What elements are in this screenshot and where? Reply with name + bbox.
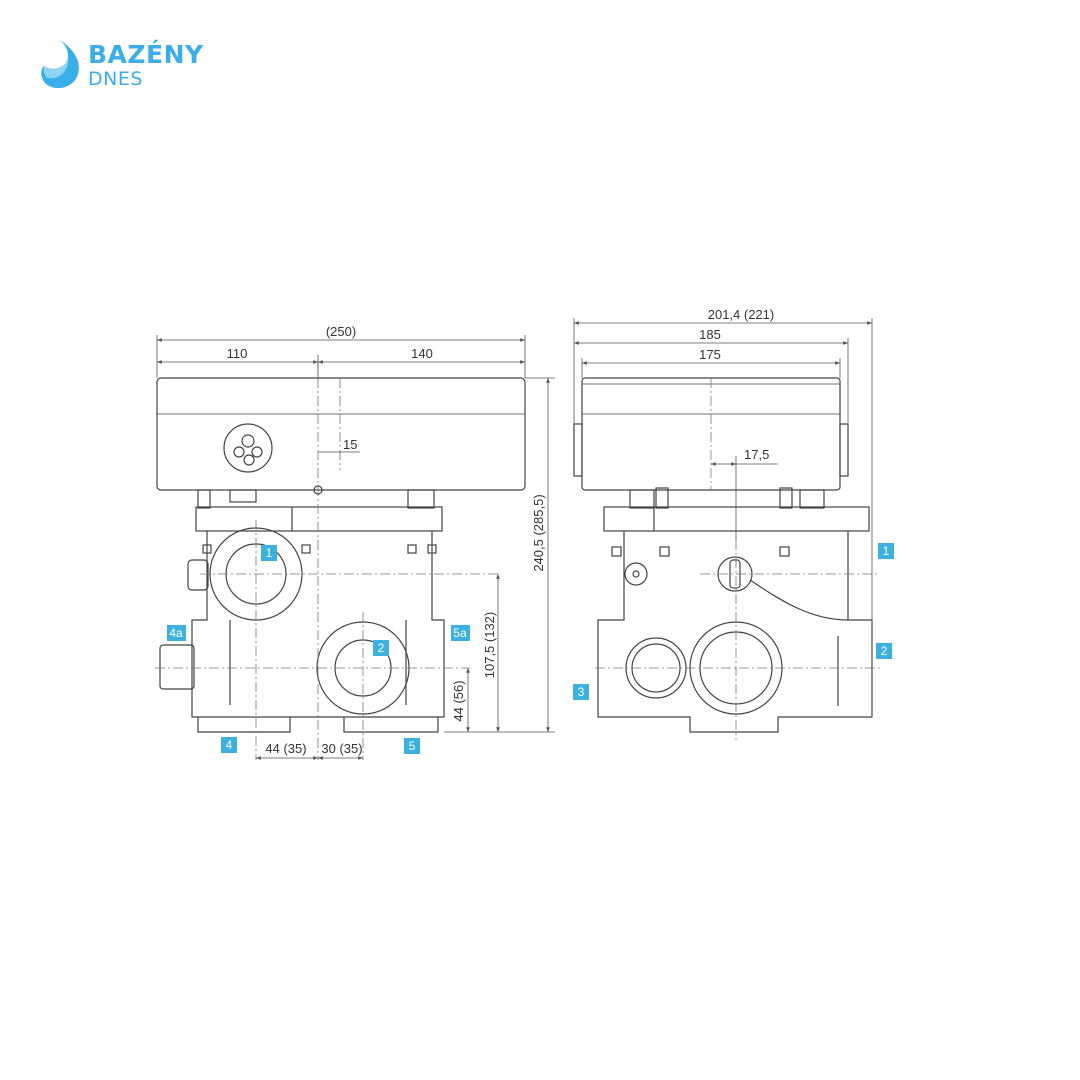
front-view <box>156 377 526 733</box>
dim-right-width: 140 <box>411 346 433 361</box>
dim-side-175: 175 <box>699 347 721 362</box>
svg-text:4: 4 <box>226 738 233 752</box>
tag-front-5: 5 <box>404 738 420 754</box>
tag-side-3: 3 <box>573 684 589 700</box>
svg-text:1: 1 <box>266 546 273 560</box>
brand-name-top: BAZÉNY <box>88 40 204 69</box>
svg-text:1: 1 <box>883 544 890 558</box>
svg-text:4a: 4a <box>169 626 183 640</box>
dim-bottom-right: 30 (35) <box>321 741 362 756</box>
svg-text:2: 2 <box>881 644 888 658</box>
dim-left-width: 110 <box>227 346 248 361</box>
tag-front-4a: 4a <box>167 625 186 641</box>
side-body <box>597 531 873 733</box>
tag-front-2: 2 <box>373 640 389 656</box>
tag-side-1: 1 <box>878 543 894 559</box>
front-port-4a <box>159 644 195 690</box>
side-dimension-lines <box>573 318 873 717</box>
tag-side-2: 2 <box>876 643 892 659</box>
dim-side-185: 185 <box>699 327 721 342</box>
tag-front-4: 4 <box>221 737 237 753</box>
dim-height-total: 240,5 (285,5) <box>531 494 546 571</box>
tag-front-5a: 5a <box>451 625 470 641</box>
side-centerlines <box>595 378 880 740</box>
side-flange <box>603 506 870 532</box>
dim-offset-15: 15 <box>343 437 357 452</box>
front-lid <box>156 377 526 491</box>
dim-bottom-left: 44 (35) <box>265 741 306 756</box>
dim-side-overall: 201,4 (221) <box>708 307 775 322</box>
dim-overall-width: (250) <box>326 324 356 339</box>
svg-text:5a: 5a <box>453 626 467 640</box>
side-view <box>573 377 873 733</box>
drop-logo-icon <box>41 40 79 89</box>
brand-name-bottom: DNES <box>88 68 143 90</box>
front-dimension-lines <box>156 335 555 760</box>
dim-height-port2: 44 (56) <box>451 680 466 721</box>
badu-badge-icon <box>223 423 273 473</box>
front-centerlines <box>155 360 500 760</box>
dim-side-offset: 17,5 <box>744 447 769 462</box>
tag-front-1: 1 <box>261 545 277 561</box>
brand-logo: BAZÉNY DNES <box>38 38 238 98</box>
svg-text:5: 5 <box>409 739 416 753</box>
svg-text:3: 3 <box>578 685 585 699</box>
front-flange <box>195 506 443 532</box>
dim-height-port1: 107,5 (132) <box>482 612 497 679</box>
svg-text:2: 2 <box>378 641 385 655</box>
